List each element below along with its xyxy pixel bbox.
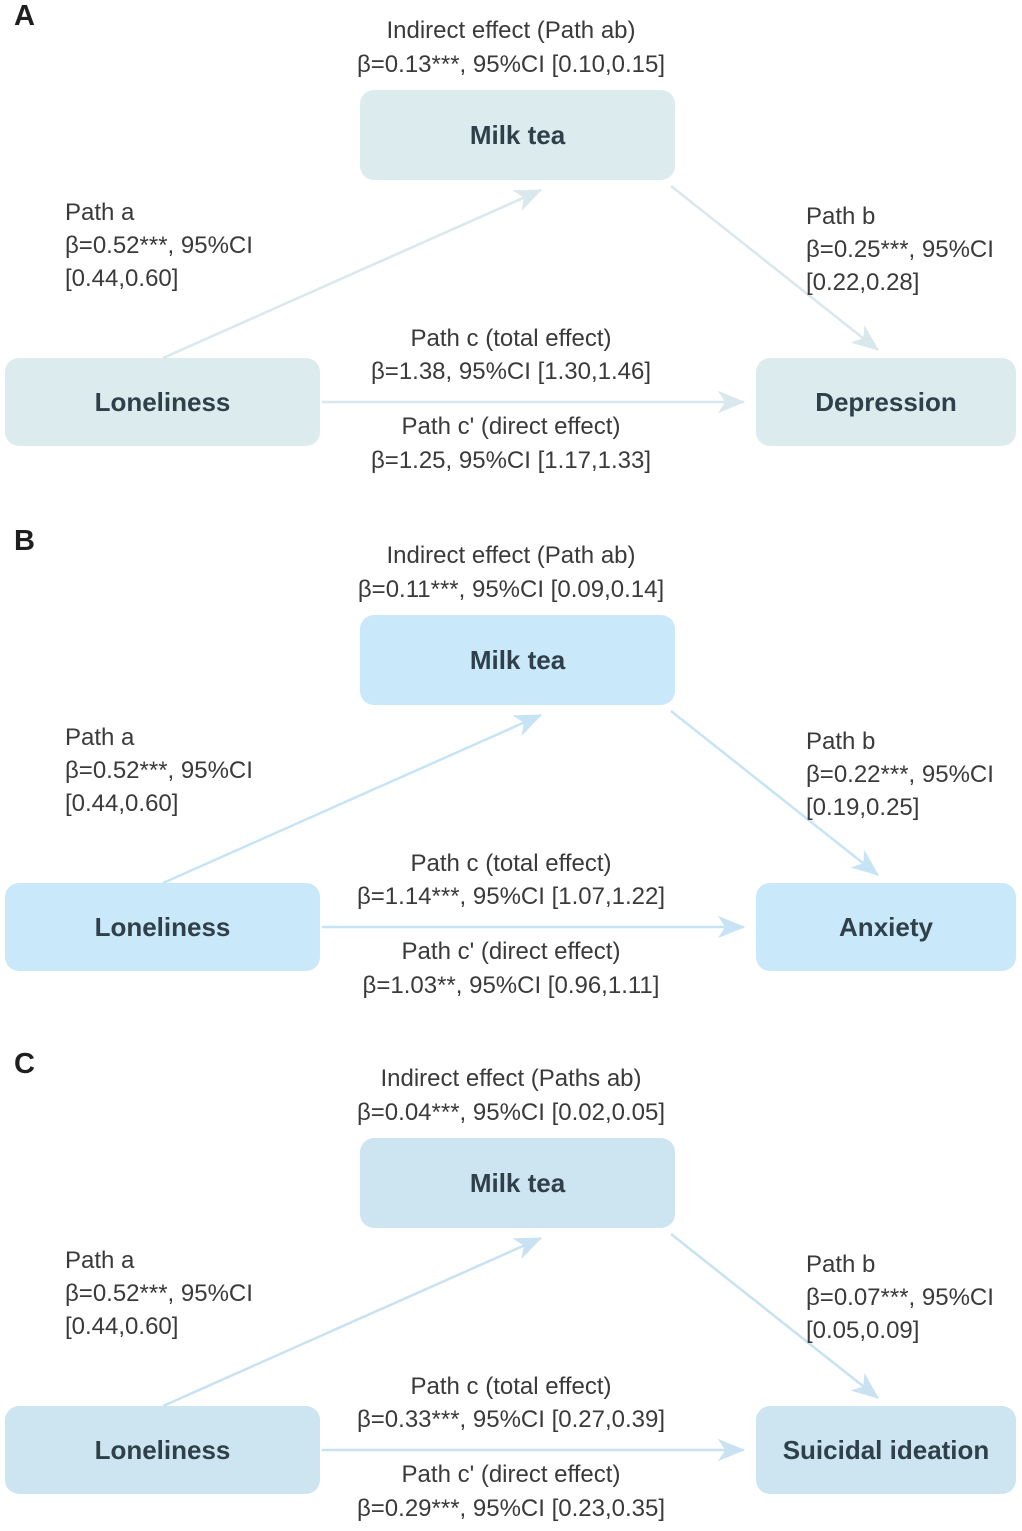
path-c-title: Path c (total effect) (410, 325, 612, 352)
indirect-effect-title: Indirect effect (Path ab) (386, 17, 636, 44)
mediator-box: Milk tea (360, 1138, 675, 1228)
predictor-box: Loneliness (5, 1406, 320, 1494)
predictor-box: Loneliness (5, 358, 320, 446)
path-c-stat: β=1.14***, 95%CI [1.07,1.22] (356, 883, 665, 910)
path-b-title: Path b (806, 728, 876, 755)
path-c-stat: β=1.38, 95%CI [1.30,1.46] (371, 358, 651, 385)
path-b-caption: Path b β=0.07***, 95%CI [0.05,0.09] (806, 1248, 994, 1347)
path-c-prime-stat: β=1.25, 95%CI [1.17,1.33] (371, 447, 651, 474)
outcome-box: Anxiety (756, 883, 1016, 971)
indirect-effect-caption: Indirect effect (Path ab) β=0.13***, 95%… (261, 14, 761, 82)
path-b-title: Path b (806, 1251, 876, 1278)
panel-label: A (14, 0, 35, 32)
path-b-stat1: β=0.07***, 95%CI (806, 1284, 994, 1311)
path-b-caption: Path b β=0.22***, 95%CI [0.19,0.25] (806, 725, 994, 824)
path-b-arrow (670, 185, 879, 351)
path-a-title: Path a (65, 199, 135, 226)
panel-a: A Indirect effect (Path ab) β=0.13***, 9… (0, 0, 1022, 510)
path-a-caption: Path a β=0.52***, 95%CI [0.44,0.60] (65, 721, 253, 820)
path-b-caption: Path b β=0.25***, 95%CI [0.22,0.28] (806, 200, 994, 299)
path-b-stat2: [0.22,0.28] (806, 269, 920, 296)
path-a-arrow (162, 1236, 543, 1408)
panel-b: B Indirect effect (Path ab) β=0.11***, 9… (0, 525, 1022, 1040)
indirect-effect-title: Indirect effect (Path ab) (386, 542, 636, 569)
panel-label: C (14, 1048, 35, 1080)
path-b-title: Path b (806, 203, 876, 230)
path-a-caption: Path a β=0.52***, 95%CI [0.44,0.60] (65, 196, 253, 295)
path-c-prime-title: Path c' (direct effect) (401, 938, 621, 965)
panel-label: B (14, 525, 35, 557)
panel-b-arrows (162, 710, 879, 939)
path-a-stat1: β=0.52***, 95%CI (65, 1280, 253, 1307)
panel-c: C Indirect effect (Paths ab) β=0.04***, … (0, 1048, 1022, 1531)
path-a-arrow (162, 713, 543, 885)
path-a-stat1: β=0.52***, 95%CI (65, 232, 253, 259)
path-b-stat1: β=0.25***, 95%CI (806, 236, 994, 263)
panel-a-arrows (162, 185, 879, 414)
indirect-effect-stat: β=0.13***, 95%CI [0.10,0.15] (356, 51, 665, 78)
path-c-prime-stat: β=0.29***, 95%CI [0.23,0.35] (356, 1495, 665, 1522)
path-a-caption: Path a β=0.52***, 95%CI [0.44,0.60] (65, 1244, 253, 1343)
predictor-box: Loneliness (5, 883, 320, 971)
path-a-arrow (162, 188, 543, 360)
path-a-stat1: β=0.52***, 95%CI (65, 757, 253, 784)
path-a-stat2: [0.44,0.60] (65, 1313, 179, 1340)
path-b-stat2: [0.19,0.25] (806, 794, 920, 821)
path-c-stat: β=0.33***, 95%CI [0.27,0.39] (356, 1406, 665, 1433)
path-c-prime-stat: β=1.03**, 95%CI [0.96,1.11] (362, 972, 660, 999)
indirect-effect-caption: Indirect effect (Paths ab) β=0.04***, 95… (261, 1062, 761, 1130)
indirect-effect-stat: β=0.04***, 95%CI [0.02,0.05] (356, 1099, 665, 1126)
path-a-title: Path a (65, 1247, 135, 1274)
indirect-effect-stat: β=0.11***, 95%CI [0.09,0.14] (357, 576, 665, 603)
path-a-stat2: [0.44,0.60] (65, 265, 179, 292)
path-b-arrow (670, 710, 879, 876)
path-c-prime-title: Path c' (direct effect) (401, 1461, 621, 1488)
outcome-box: Depression (756, 358, 1016, 446)
indirect-effect-caption: Indirect effect (Path ab) β=0.11***, 95%… (261, 539, 761, 607)
indirect-effect-title: Indirect effect (Paths ab) (380, 1065, 642, 1092)
panel-c-arrows (162, 1233, 879, 1462)
path-b-arrow (670, 1233, 879, 1399)
path-b-stat2: [0.05,0.09] (806, 1317, 920, 1344)
mediator-box: Milk tea (360, 90, 675, 180)
path-b-stat1: β=0.22***, 95%CI (806, 761, 994, 788)
path-a-title: Path a (65, 724, 135, 751)
mediator-box: Milk tea (360, 615, 675, 705)
path-c-prime-title: Path c' (direct effect) (401, 413, 621, 440)
outcome-box: Suicidal ideation (756, 1406, 1016, 1494)
path-c-title: Path c (total effect) (410, 850, 612, 877)
path-c-title: Path c (total effect) (410, 1373, 612, 1400)
path-a-stat2: [0.44,0.60] (65, 790, 179, 817)
